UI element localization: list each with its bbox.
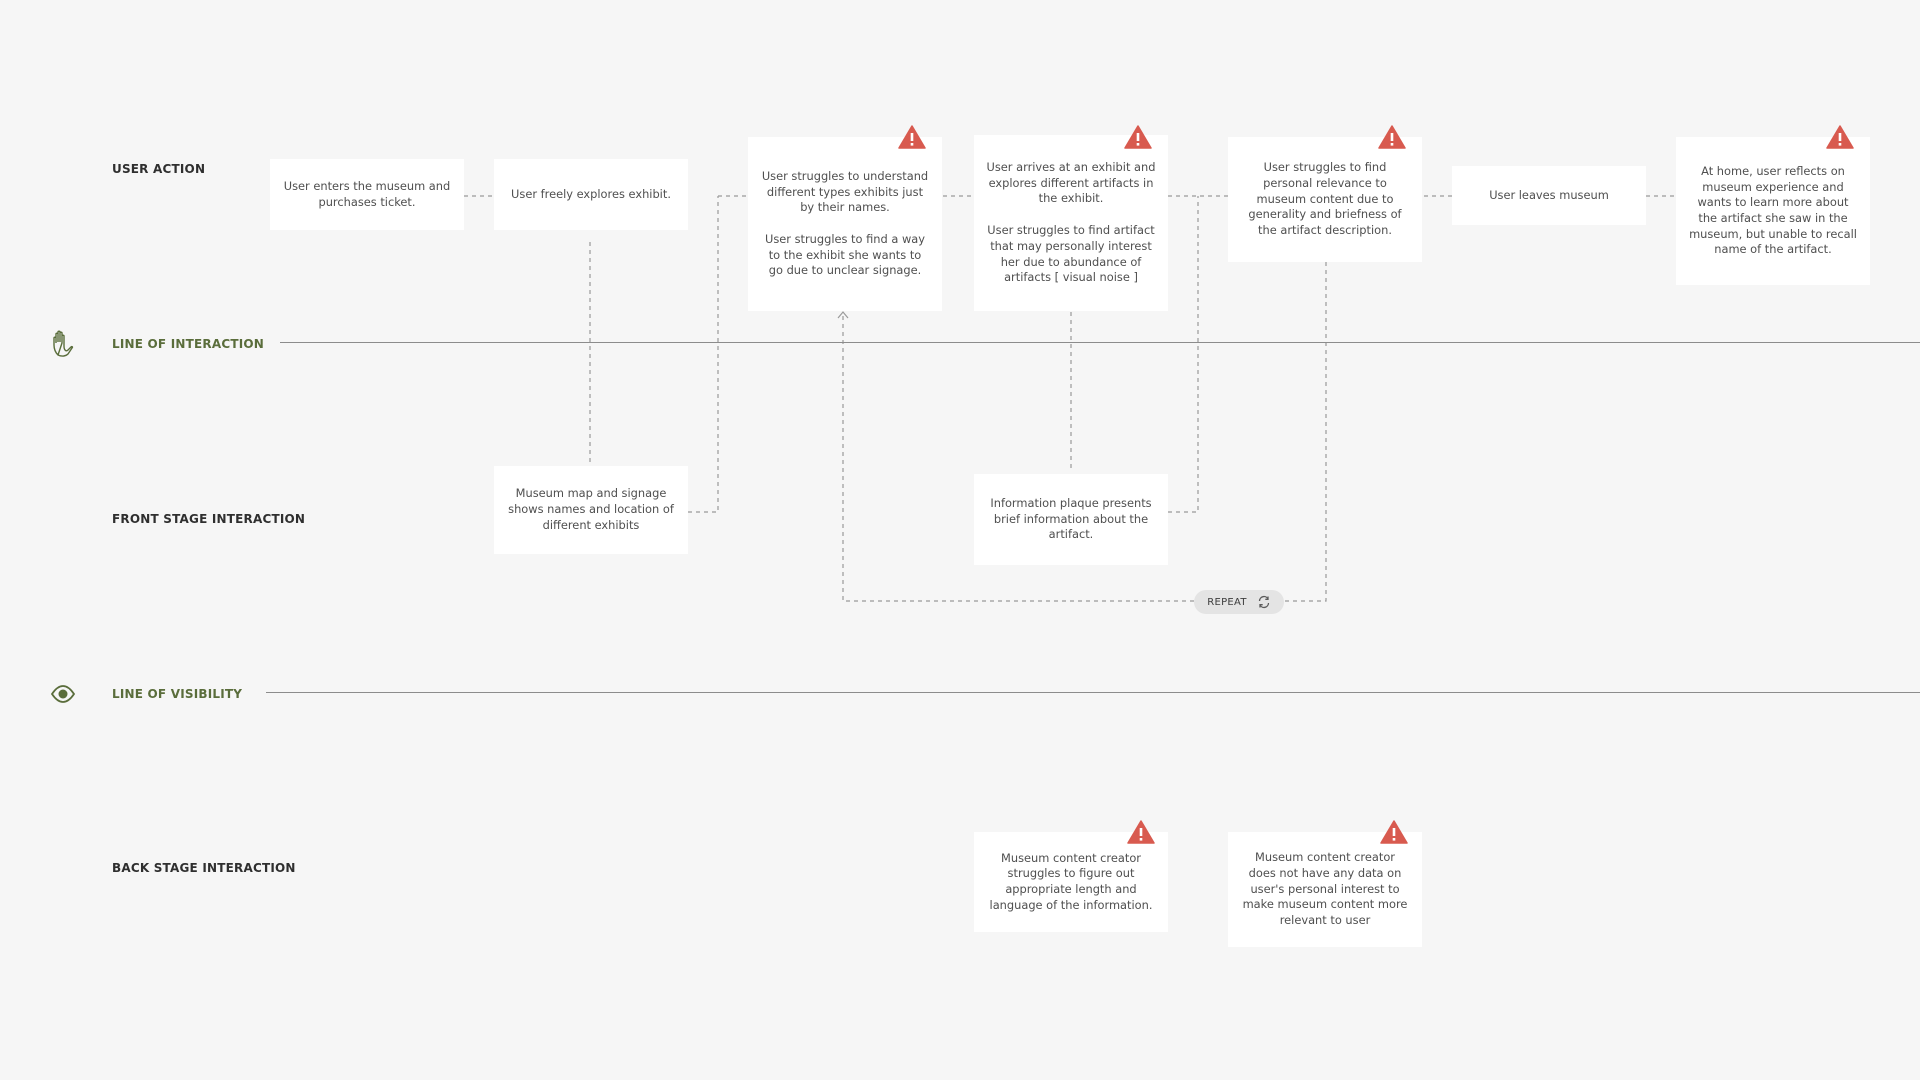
row-label-line-of-visibility: LINE OF VISIBILITY: [112, 687, 243, 701]
row-label-back-stage: BACK STAGE INTERACTION: [112, 861, 296, 875]
card-text: User arrives at an exhibit and explores …: [986, 160, 1156, 206]
arrowhead: [837, 311, 849, 319]
warning-icon: [1380, 820, 1408, 844]
row-label-line-of-interaction: LINE OF INTERACTION: [112, 337, 265, 351]
card-text: Information plaque presents brief inform…: [990, 495, 1152, 542]
repeat-badge: REPEAT: [1194, 590, 1284, 614]
connector-fs1-ua3: [688, 196, 719, 513]
card-text: User leaves museum: [1489, 187, 1609, 202]
warning-icon: [1124, 125, 1152, 149]
card-text: User struggles to find a way to the exhi…: [764, 232, 925, 278]
refresh-icon: [1258, 595, 1269, 609]
hand-icon: [50, 328, 78, 362]
eye-icon: [50, 684, 76, 708]
warning-icon: [1378, 125, 1406, 149]
warning-icon: [898, 125, 926, 149]
card-text: At home, user reflects on museum experie…: [1689, 163, 1857, 257]
user-action-card: User arrives at an exhibit and explores …: [974, 135, 1168, 311]
warning-icon: [1826, 125, 1854, 149]
user-action-card: User struggles to find personal relevanc…: [1228, 137, 1422, 262]
front-stage-card: Museum map and signage shows names and l…: [494, 466, 688, 554]
card-text: User struggles to understand different t…: [761, 168, 929, 215]
front-stage-card: Information plaque presents brief inform…: [974, 474, 1168, 565]
card-text: Museum map and signage shows names and l…: [508, 486, 674, 532]
row-label-user-action: USER ACTION: [112, 162, 206, 176]
connector-fs2-ua5: [1168, 196, 1199, 513]
line-of-interaction: [280, 342, 1920, 343]
card-text: User struggles to find personal relevanc…: [1248, 160, 1402, 238]
card-text: User struggles to find artifact that may…: [987, 223, 1155, 285]
card-text: Museum content creator struggles to figu…: [989, 850, 1153, 912]
row-label-front-stage: FRONT STAGE INTERACTION: [112, 512, 306, 526]
back-stage-card: Museum content creator does not have any…: [1228, 832, 1422, 947]
user-action-card: User enters the museum and purchases tic…: [270, 159, 464, 230]
card-text: User enters the museum and purchases tic…: [283, 178, 451, 209]
user-action-card: User freely explores exhibit.: [494, 159, 688, 230]
back-stage-card: Museum content creator struggles to figu…: [974, 832, 1168, 932]
warning-icon: [1127, 820, 1155, 844]
line-of-visibility: [266, 692, 1920, 693]
card-text: Museum content creator does not have any…: [1242, 850, 1408, 928]
repeat-label: REPEAT: [1207, 596, 1247, 608]
user-action-card: User struggles to understand different t…: [748, 137, 942, 311]
user-action-card: User leaves museum: [1452, 166, 1646, 225]
user-action-card: At home, user reflects on museum experie…: [1676, 137, 1870, 285]
card-text: User freely explores exhibit.: [511, 186, 671, 201]
